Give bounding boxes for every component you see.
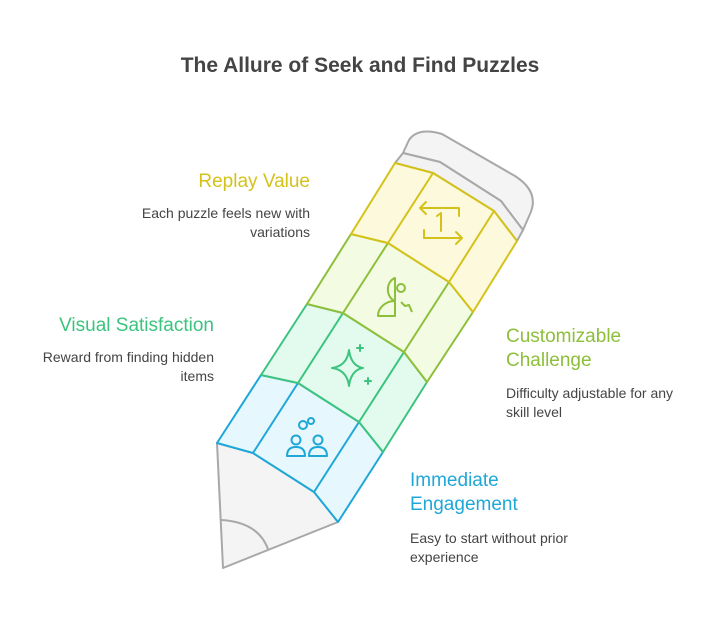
replay-one-icon <box>419 201 463 245</box>
description-replay-value: Each puzzle feels new with variations <box>141 205 310 240</box>
pencil-eraser <box>402 130 534 231</box>
description-immediate-engagement: Easy to start without prior experience <box>410 530 568 565</box>
heading-replay-value: Replay Value <box>198 171 310 192</box>
description-customizable-challenge: Difficulty adjustable for any skill leve… <box>506 385 674 420</box>
heading-customizable-challenge: Customizable Challenge <box>506 326 622 371</box>
people-connect-icon <box>286 417 328 457</box>
head-gears-icon <box>377 277 413 317</box>
diagram-title: The Allure of Seek and Find Puzzles <box>180 54 540 77</box>
heading-immediate-engagement: Immediate Engagement <box>410 470 518 515</box>
sparkle-icon <box>331 344 372 387</box>
heading-visual-satisfaction: Visual Satisfaction <box>59 315 214 336</box>
description-visual-satisfaction: Reward from finding hidden items <box>42 349 214 384</box>
pencil-lead-arc <box>220 519 269 550</box>
